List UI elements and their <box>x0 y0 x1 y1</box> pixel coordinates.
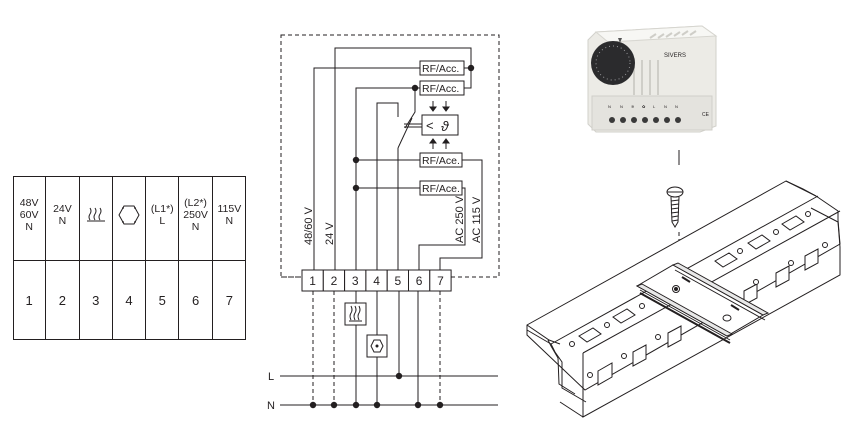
header-label: N <box>25 221 33 233</box>
internal-wiring <box>281 47 499 278</box>
heater-icon <box>86 207 105 222</box>
header-label: (L1*) <box>150 203 174 215</box>
arrow-icons <box>429 101 450 149</box>
terminal-label: 5 <box>395 274 402 288</box>
terminal-label: 3 <box>352 274 359 288</box>
label-48-60v: 48/60 V <box>303 206 315 245</box>
table-header-cell <box>112 176 147 261</box>
svg-text:RF/Acc.: RF/Acc. <box>422 83 459 95</box>
heater-icon <box>344 302 367 326</box>
svg-text:CE: CE <box>702 112 710 118</box>
svg-text:N: N <box>608 104 611 109</box>
header-label: L <box>159 215 166 227</box>
header-label: 48V <box>19 197 39 209</box>
terminal-label: 4 <box>373 274 380 288</box>
svg-text:SIVERS: SIVERS <box>664 53 686 59</box>
terminal-label: 1 <box>309 274 316 288</box>
table-header-cell: (L1*)L <box>146 176 180 261</box>
terminal-label: 2 <box>331 274 338 288</box>
header-label: (L2*) <box>184 197 207 209</box>
svg-text:N: N <box>267 400 275 412</box>
header-label: N <box>58 215 67 227</box>
header-label: 24V <box>53 203 72 215</box>
terminal-number-cell: 1 <box>13 261 47 340</box>
relay-1: RF/Acc. <box>419 60 465 76</box>
svg-text:L: L <box>653 104 656 109</box>
table-header-cell <box>79 176 113 261</box>
svg-text:RF/Ace.: RF/Ace. <box>422 183 460 195</box>
label-24v: 24 V <box>324 222 336 245</box>
svg-text:≋: ≋ <box>631 104 634 109</box>
header-label: 250V <box>183 209 208 221</box>
fan-icon <box>366 334 388 358</box>
svg-text:ϑ: ϑ <box>441 118 450 134</box>
svg-text:N: N <box>664 104 667 109</box>
svg-text:<: < <box>426 118 434 133</box>
label-ac115v: AC 115 V <box>471 196 483 243</box>
terminal-label: 6 <box>416 274 423 288</box>
external-wiring: L N <box>267 291 498 412</box>
thermostat-product: SIVERS N N ≋ ✿ L N N CE <box>587 25 718 262</box>
terminal-table <box>13 176 246 340</box>
header-label: N <box>225 215 234 227</box>
header-label: N <box>191 221 200 233</box>
din-rail <box>635 262 770 344</box>
thermostat-sensor: < ϑ <box>421 101 459 149</box>
fan-icon <box>118 205 140 225</box>
terminal-number-cell: 7 <box>225 293 233 308</box>
terminal-label: 7 <box>437 274 444 288</box>
svg-text:N: N <box>620 104 623 109</box>
relay-4: RF/Ace. <box>419 180 463 196</box>
screw-icon <box>666 186 684 228</box>
terminal-number-cell: 3 <box>80 261 113 340</box>
temperature-dial <box>591 41 635 85</box>
terminal-number-cell: 5 <box>146 261 180 340</box>
svg-text:RF/Ace.: RF/Ace. <box>422 155 460 167</box>
svg-text:RF/Acc.: RF/Acc. <box>422 63 459 75</box>
svg-text:✿: ✿ <box>642 104 646 109</box>
svg-text:N: N <box>675 104 678 109</box>
terminal-number-cell: 4 <box>113 261 147 340</box>
relay-3: RF/Ace. <box>419 152 463 168</box>
terminal-number-cell: 6 <box>179 261 213 340</box>
label-ac250v: AC 250 V <box>454 195 466 243</box>
header-label: 60V <box>19 209 39 221</box>
terminal-number-cell: 2 <box>46 261 80 340</box>
svg-text:L: L <box>268 371 274 383</box>
relay-2: RF/Acc. <box>419 80 465 96</box>
header-label: 115V <box>217 203 242 215</box>
